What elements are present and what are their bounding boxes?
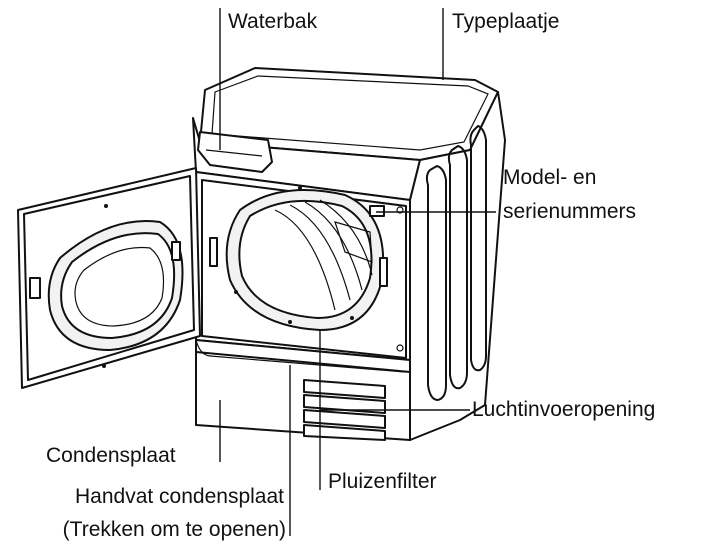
dryer-illustration [192, 67, 506, 441]
open-door [17, 167, 201, 389]
label-luchtinvoeropening: Luchtinvoeropening [472, 398, 655, 421]
label-typeplaatje: Typeplaatje [452, 10, 559, 33]
label-handvat-line1: Handvat condensplaat [75, 485, 284, 508]
label-condensplaat: Condensplaat [46, 444, 176, 467]
leader-lines [219, 8, 496, 536]
model-number-plate [369, 205, 385, 217]
water-container [197, 131, 273, 173]
label-handvat-line2: (Trekken om te openen) [63, 518, 286, 541]
label-model-line1: Model- en [503, 166, 596, 189]
label-pluizenfilter: Pluizenfilter [328, 470, 437, 493]
label-waterbak: Waterbak [228, 10, 318, 33]
label-model-line2: serienummers [503, 200, 636, 223]
air-intake-vents [303, 379, 386, 441]
door-handle [29, 277, 41, 299]
